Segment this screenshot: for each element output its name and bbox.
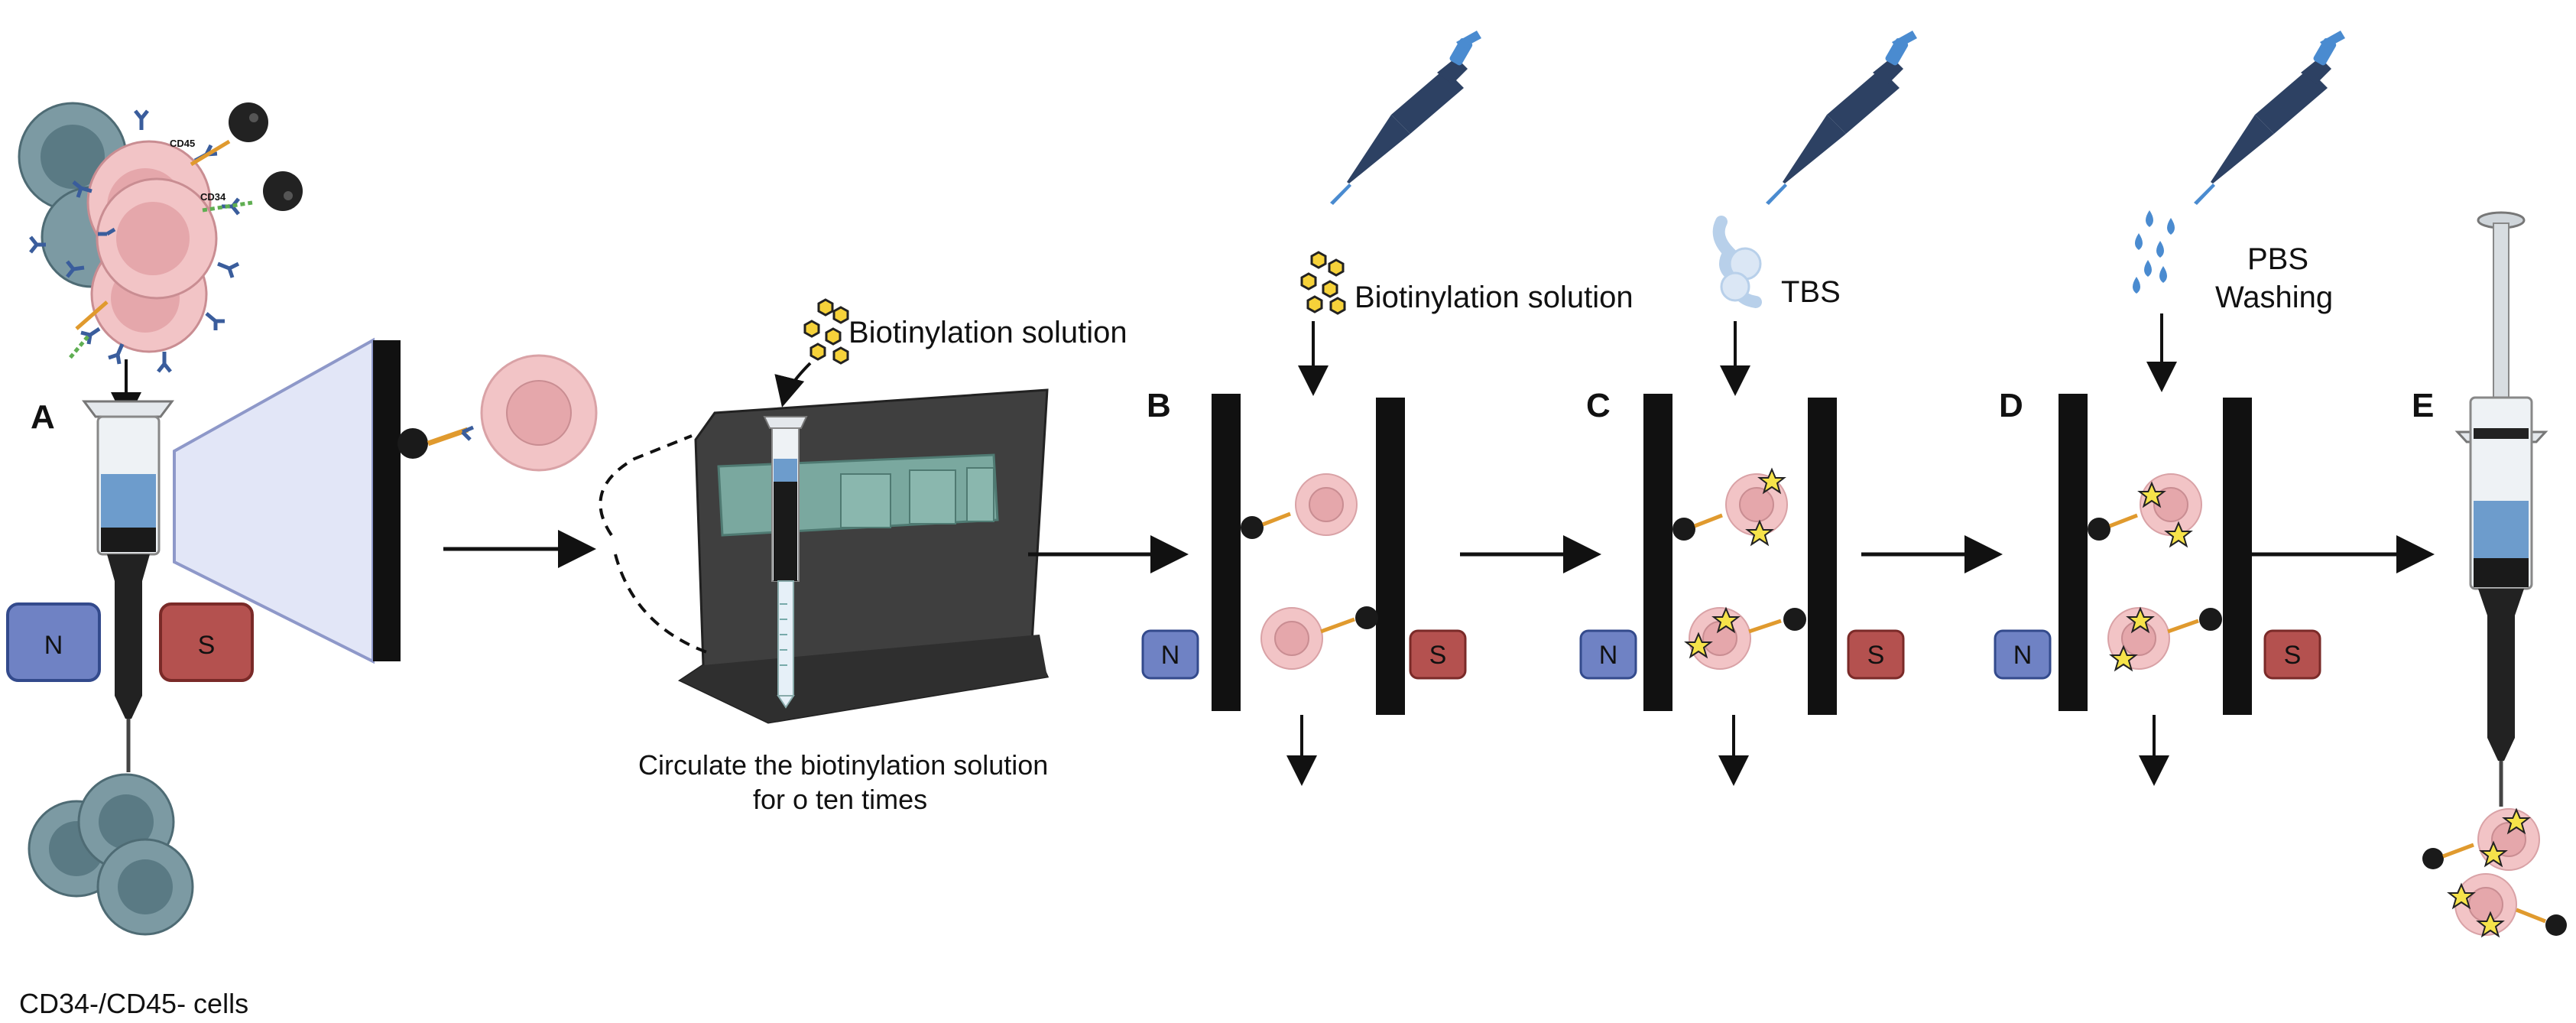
magnet-bar-left-d (2059, 394, 2088, 711)
pipette-icon-b (1330, 31, 1481, 205)
magnet-bar-right-c (1808, 398, 1837, 715)
magnet-bar-right-d (2223, 398, 2252, 715)
drops-icon (2133, 210, 2175, 294)
washing-label: Washing (2215, 281, 2333, 314)
svg-text:N: N (1599, 641, 1618, 670)
cell-cluster: CD45 CD34 (18, 102, 303, 373)
svg-text:S: S (1429, 641, 1447, 670)
magnet-bar-right-b (1376, 398, 1405, 715)
magnet-south-d: S (2263, 629, 2321, 680)
magnet-bar-left-b (1212, 394, 1241, 711)
pbs-label: PBS (2247, 242, 2308, 276)
biotinylation-label-2: Biotinylation solution (1355, 281, 1634, 314)
magnet-north-b: N (1141, 629, 1199, 680)
magnet-south-b: S (1409, 629, 1467, 680)
step-label-e: E (2412, 387, 2434, 424)
syringe-e (2454, 211, 2548, 807)
tbs-icon (1712, 216, 1762, 308)
biotinylation-label-1: Biotinylation solution (848, 316, 1127, 349)
tbs-label: TBS (1781, 275, 1841, 309)
captured-cells (2422, 808, 2567, 937)
cell-bead-b1 (1241, 473, 1358, 539)
negative-cells-label: CD34-/CD45- cells (19, 988, 248, 1019)
step-label-a: A (31, 398, 55, 436)
cd34-label: CD34 (200, 191, 226, 203)
magnet-north-c: N (1579, 629, 1637, 680)
step-label-d: D (1999, 387, 2023, 424)
cell-bead-b2 (1260, 606, 1378, 670)
svg-text:N: N (2013, 641, 2033, 670)
magnet-north-d: N (1994, 629, 2052, 680)
cell-bead-d2 (2107, 607, 2222, 671)
biotinylation-icon-1 (803, 298, 849, 365)
arrow-biotin-to-tube (774, 362, 812, 408)
svg-text:N: N (44, 631, 63, 660)
pipette-icon-c (1766, 31, 1917, 205)
circulate-label-line2: for o ten times (753, 784, 927, 815)
pipette-icon-d (2194, 31, 2345, 205)
cell-bead-c2 (1685, 607, 1806, 670)
svg-text:S: S (2284, 641, 2302, 670)
cell-bead-c1 (1672, 469, 1788, 545)
tube-in-rack (763, 416, 808, 709)
negative-cells (28, 773, 194, 936)
step-label-b: B (1147, 387, 1171, 424)
cell-bead-d1 (2088, 473, 2202, 547)
circulate-label-line1: Circulate the biotinylation solution (638, 749, 1048, 781)
svg-text:S: S (198, 631, 216, 660)
magnet-north-a: N (6, 602, 101, 682)
zoom-panel (173, 337, 598, 664)
step-label-c: C (1586, 387, 1611, 424)
syringe-a (82, 400, 174, 772)
tube-rack (599, 388, 1050, 724)
biotinylation-icon-2 (1300, 251, 1346, 315)
svg-text:N: N (1161, 641, 1180, 670)
magnet-south-c: S (1847, 629, 1905, 680)
cd45-label: CD45 (170, 138, 195, 149)
magnet-bar-left-c (1643, 394, 1672, 711)
magnet-south-a: S (159, 602, 254, 682)
svg-text:S: S (1867, 641, 1885, 670)
